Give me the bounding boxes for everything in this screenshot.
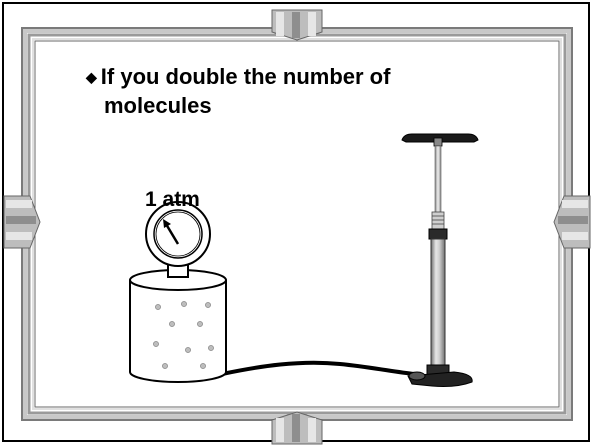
molecule [185, 347, 191, 353]
bicycle-pump-icon [401, 133, 479, 387]
air-hose [220, 360, 416, 376]
molecule [200, 363, 206, 369]
gas-molecules [153, 301, 214, 369]
bullet-point: ◆If you double the number of [86, 64, 390, 90]
molecule [153, 341, 159, 347]
bullet-text-line-2: molecules [104, 93, 212, 118]
molecule [155, 304, 161, 310]
right-ornament [553, 195, 591, 249]
pressure-gauge-icon [145, 201, 211, 278]
molecule [205, 302, 211, 308]
molecule [169, 321, 175, 327]
gas-cylinder-icon [129, 269, 227, 383]
top-ornament [271, 9, 323, 41]
gauge-pressure-label: 1 atm [145, 188, 200, 211]
molecule [208, 345, 214, 351]
slide-border [2, 2, 590, 442]
molecule [197, 321, 203, 327]
bullet-text-line-1: If you double the number of [100, 64, 391, 89]
bottom-ornament [271, 411, 323, 445]
diamond-bullet-icon: ◆ [86, 69, 97, 85]
molecule [162, 363, 168, 369]
left-ornament [3, 195, 41, 249]
molecule [181, 301, 187, 307]
